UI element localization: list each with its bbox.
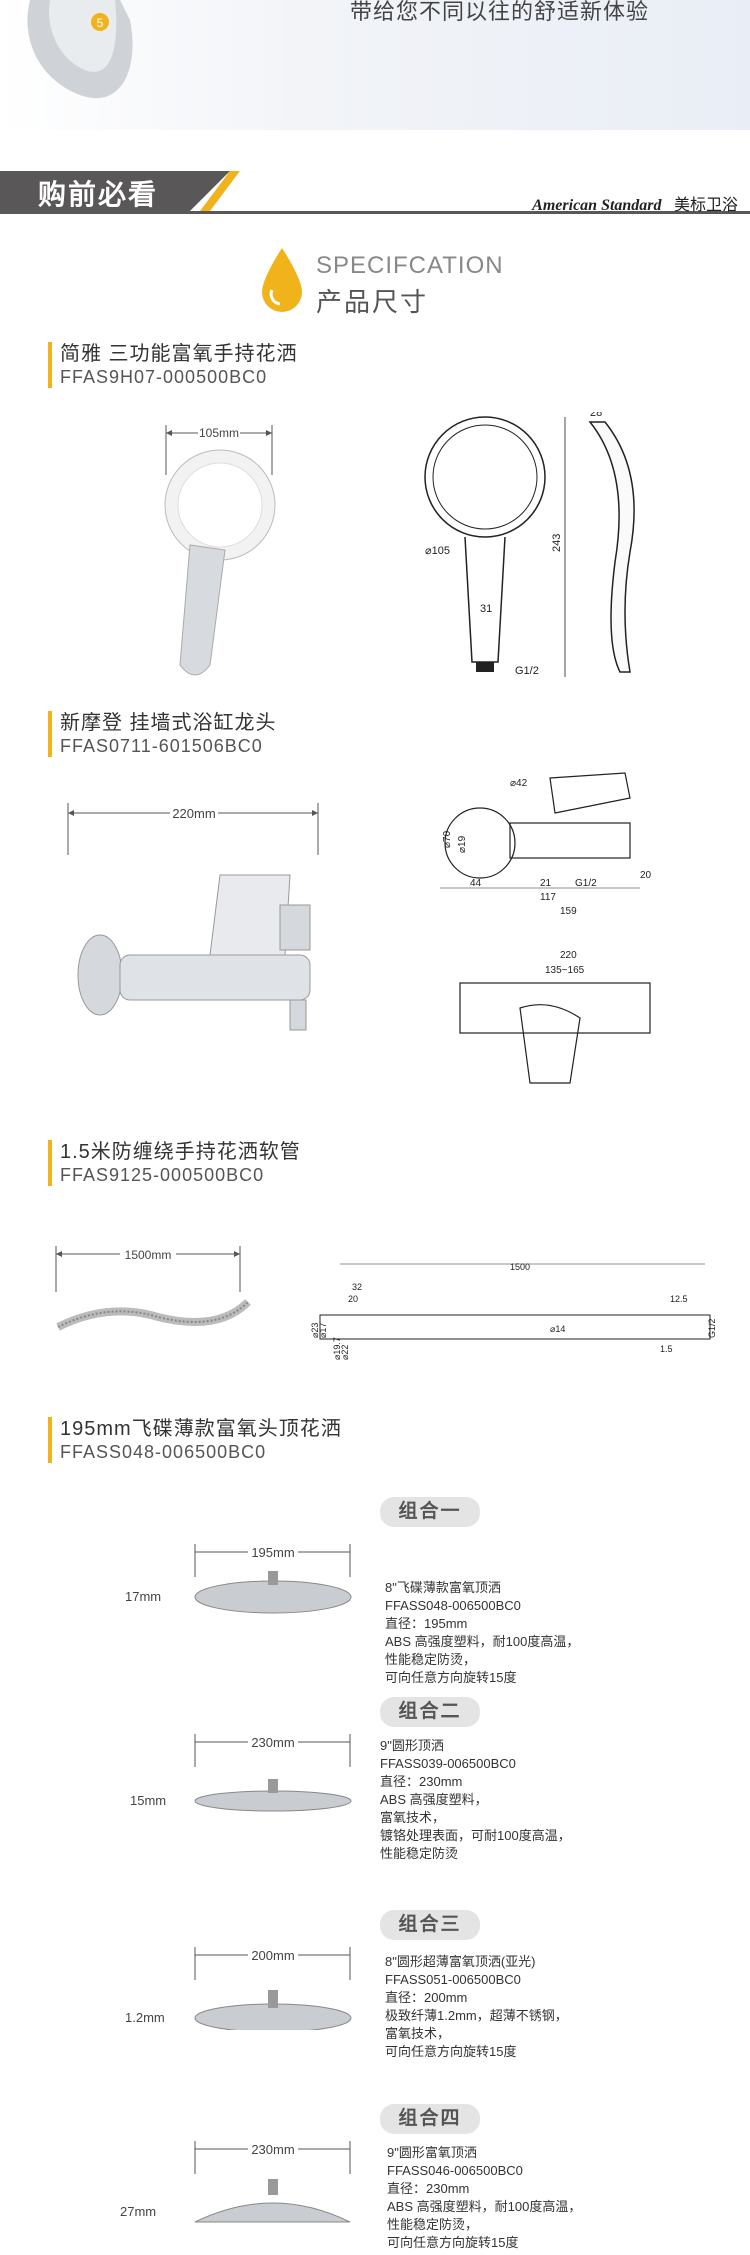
- combo-width: 230mm: [251, 1735, 294, 1750]
- combo-width: 230mm: [251, 2142, 294, 2157]
- dim-d23: ⌀23: [310, 1323, 320, 1338]
- dim-width: 1500mm: [125, 1248, 172, 1262]
- dim-d31: 31: [480, 603, 492, 615]
- badge-circle: [91, 13, 109, 31]
- combo-width: 200mm: [251, 1948, 294, 1963]
- combo-4-drawing: 230mm 27mm: [120, 2141, 351, 2223]
- dim-l20: 20: [348, 1294, 358, 1304]
- hero-badge-number: 5: [97, 16, 104, 30]
- dim-d22: ⌀22: [340, 1345, 350, 1360]
- dim-d20: 20: [640, 870, 652, 881]
- dim-g12: G1/2: [707, 1318, 717, 1338]
- combo-2-text: 9"圆形顶洒 FFASS039-006500BC0 直径：230mm ABS 高…: [380, 1738, 571, 1861]
- product-code: FFASS048-006500BC0: [60, 1442, 267, 1462]
- dim-l159: 159: [560, 906, 577, 917]
- combo-label-1: 组合一: [380, 1497, 480, 1527]
- dim-g12: G1/2: [575, 878, 597, 889]
- product-heading-4: 195mm飞碟薄款富氧头顶花洒 FFASS048-006500BC0: [48, 1417, 342, 1463]
- spec-cn: 产品尺寸: [316, 287, 429, 317]
- product-code: FFAS9125-000500BC0: [60, 1165, 265, 1185]
- dim-d70: ⌀70: [442, 830, 453, 848]
- spec-heading: SPECIFCATION 产品尺寸: [258, 246, 518, 317]
- combo-width: 195mm: [251, 1545, 294, 1560]
- dim-d28: 28: [590, 412, 602, 419]
- product-name: 简雅 三功能富氧手持花洒: [60, 343, 298, 365]
- dim-w220: 220: [560, 950, 577, 961]
- bath-faucet-drawing: ⌀42 ⌀70 ⌀19 44 21 G1/2 20 117 159 220 13…: [440, 772, 652, 1084]
- combo-2-drawing: 230mm 15mm: [130, 1734, 352, 1812]
- combo-height: 17mm: [125, 1589, 161, 1604]
- dim-d197: ⌀19.7: [332, 1337, 342, 1360]
- spec-en: SPECIFCATION: [316, 252, 504, 279]
- brand-en: American Standard: [532, 197, 662, 214]
- dim-l125: 12.5: [670, 1294, 688, 1304]
- section-banner: 购前必看 American Standard 美标卫浴: [0, 165, 750, 215]
- brand-cn: 美标卫浴: [673, 197, 738, 214]
- combo-label-2: 组合二: [380, 1697, 480, 1727]
- combo-label-3: 组合三: [380, 1910, 480, 1940]
- product-heading-3: 1.5米防缠绕手持花洒软管 FFAS9125-000500BC0: [48, 1140, 301, 1186]
- combo-1-text: 8"飞碟薄款富氧顶洒 FFASS048-006500BC0 直径：195mm A…: [385, 1580, 580, 1685]
- combo-1-drawing: 195mm 17mm: [125, 1544, 352, 1614]
- hose-photo: 1500mm: [55, 1246, 251, 1331]
- product-heading-2: 新摩登 挂墙式浴缸龙头 FFAS0711-601506BC0: [48, 711, 277, 757]
- hose-drawing: 1500 32 20 ⌀14 12.5 1.5 G1/2 ⌀23 ⌀17 ⌀19…: [310, 1262, 717, 1360]
- hero-tagline: 带给您不同以往的舒适新体验: [350, 0, 650, 24]
- dim-l15: 1.5: [660, 1344, 673, 1354]
- combo-height: 15mm: [130, 1793, 166, 1808]
- combo-3-drawing: 200mm 1.2mm: [125, 1947, 352, 2030]
- hero-banner: 5 带给您不同以往的舒适新体验: [0, 0, 750, 130]
- hand-shower-drawing: ⌀105 31 G1/2 243 28: [424, 412, 635, 677]
- dim-d19: ⌀19: [457, 835, 468, 853]
- product-code: FFAS0711-601506BC0: [60, 736, 263, 756]
- drop-icon: [262, 248, 302, 312]
- product-heading-1: 简雅 三功能富氧手持花洒 FFAS9H07-000500BC0: [48, 342, 298, 388]
- faucet-image: 5: [27, 0, 133, 99]
- dim-l117: 117: [540, 892, 556, 903]
- brand: American Standard 美标卫浴: [532, 191, 738, 215]
- bath-faucet-photo: 220mm: [67, 803, 319, 1031]
- product-name: 新摩登 挂墙式浴缸龙头: [60, 712, 277, 734]
- product-name: 1.5米防缠绕手持花洒软管: [60, 1141, 301, 1163]
- dim-l44: 44: [470, 878, 482, 889]
- banner-title: 购前必看: [38, 179, 159, 210]
- dim-thread: G1/2: [515, 665, 539, 677]
- dim-h243: 243: [551, 534, 563, 552]
- dim-width: 105mm: [199, 426, 239, 440]
- banner-accent: [200, 171, 240, 211]
- dim-d14: ⌀14: [550, 1324, 565, 1334]
- dim-d105: ⌀105: [425, 545, 450, 557]
- dim-width: 220mm: [172, 806, 215, 821]
- dim-l21: 21: [540, 878, 552, 889]
- dim-d42: ⌀42: [510, 778, 528, 789]
- product-code: FFAS9H07-000500BC0: [60, 367, 268, 387]
- dim-l32: 32: [352, 1282, 362, 1292]
- dim-range: 135~165: [545, 965, 585, 976]
- hand-shower-photo: 105mm: [164, 424, 276, 676]
- combo-height: 27mm: [120, 2204, 156, 2219]
- combo-3-text: 8"圆形超薄富氧顶洒(亚光) FFASS051-006500BC0 直径：200…: [385, 1954, 568, 2059]
- combo-4-text: 9"圆形富氧顶洒 FFASS046-006500BC0 直径：230mm ABS…: [387, 2145, 582, 2250]
- dim-l1500: 1500: [510, 1262, 530, 1272]
- product-name: 195mm飞碟薄款富氧头顶花洒: [60, 1418, 342, 1440]
- combo-label-4: 组合四: [380, 2104, 480, 2134]
- combo-height: 1.2mm: [125, 2010, 165, 2025]
- dim-d17: ⌀17: [318, 1323, 328, 1338]
